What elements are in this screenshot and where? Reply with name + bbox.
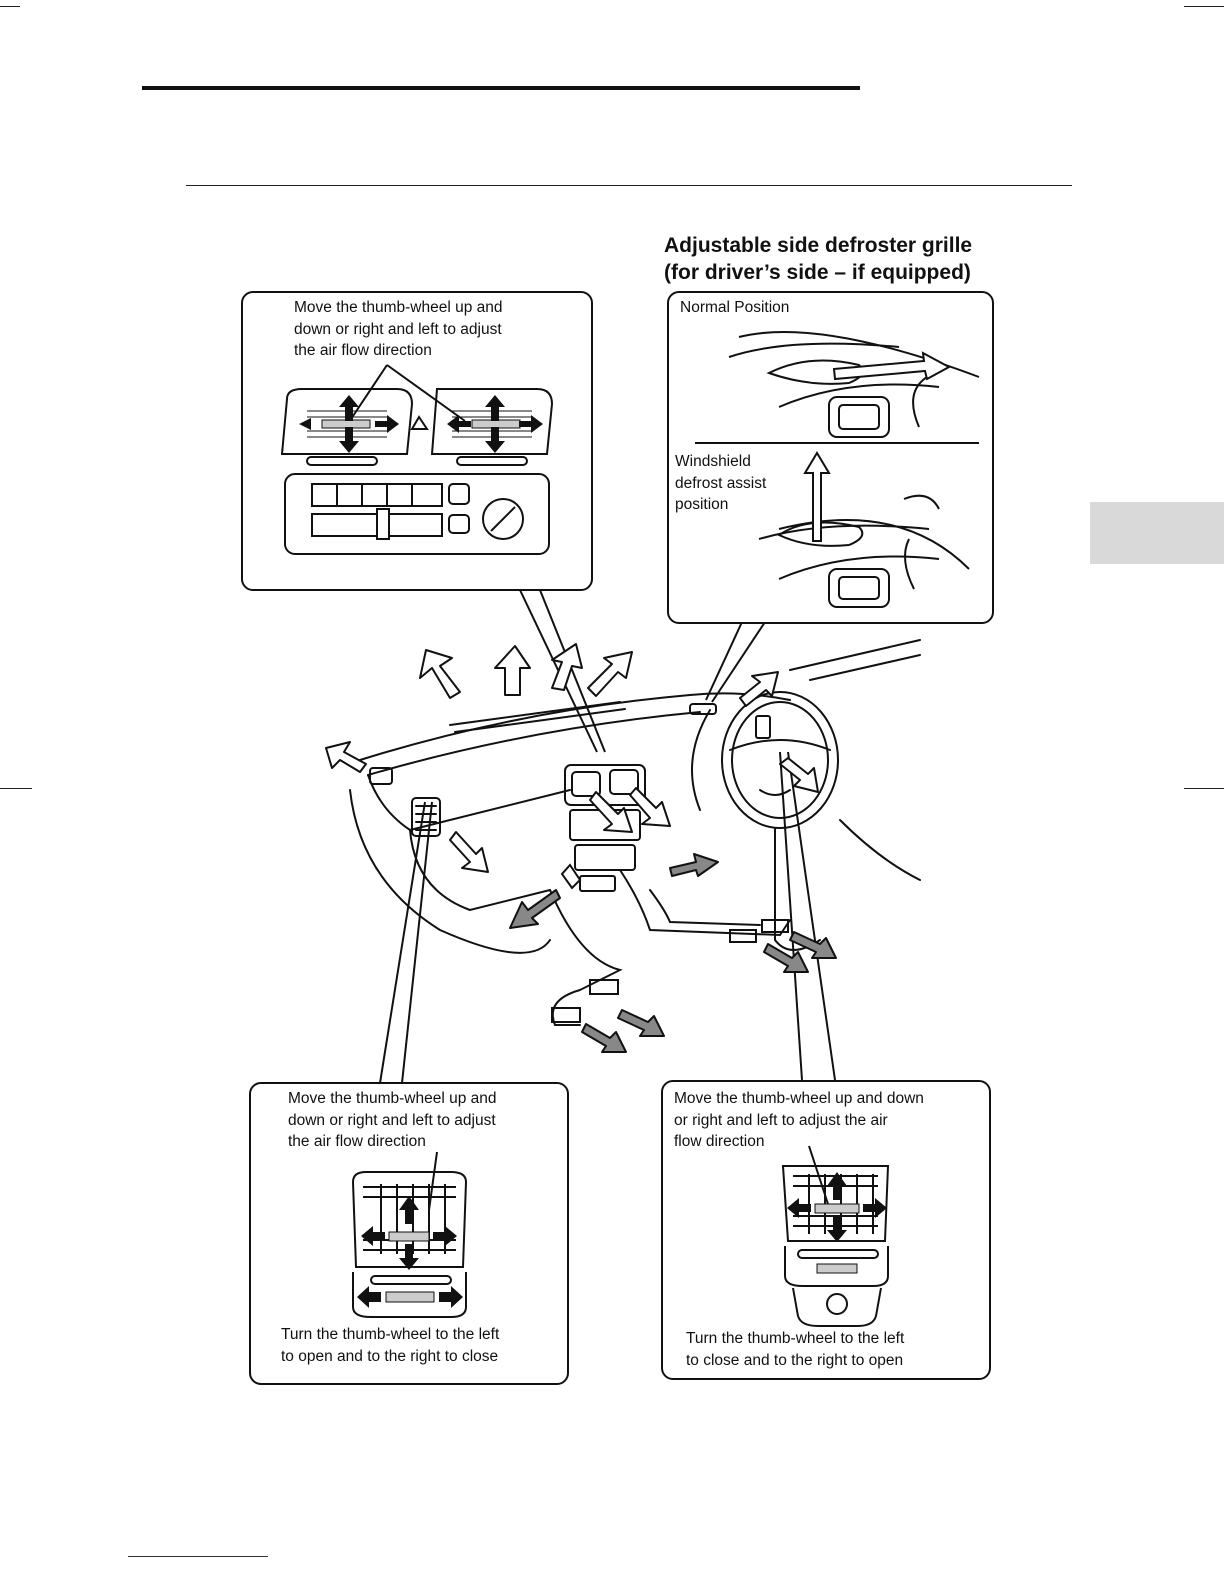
- windshield-line1: Windshield: [675, 453, 751, 470]
- defroster-heading: Adjustable side defroster grille (for dr…: [664, 232, 972, 286]
- driver-vent-caption-line2: or right and left to adjust the air: [674, 1111, 888, 1129]
- passenger-vent-caption: Move the thumb-wheel up and down or righ…: [288, 1088, 497, 1153]
- windshield-line3: position: [675, 496, 729, 513]
- windshield-line2: defrost assist: [675, 474, 767, 492]
- section-rule: [186, 185, 1072, 186]
- center-vent-illustration: [280, 364, 554, 555]
- defroster-divider: [695, 442, 979, 444]
- crop-mark-top-left: [0, 6, 20, 7]
- center-vent-panel: Move the thumb-wheel up and down or righ…: [241, 291, 593, 591]
- dashboard-illustration: [325, 639, 921, 1053]
- driver-vent-caption-line3: flow direction: [674, 1133, 765, 1150]
- driver-vent-bottom-caption: Turn the thumb-wheel to the left to clos…: [686, 1328, 904, 1371]
- passenger-vent-caption-line3: the air flow direction: [288, 1133, 426, 1150]
- center-vent-caption: Move the thumb-wheel up and down or righ…: [294, 297, 503, 362]
- windshield-position-label: Windshield defrost assist position: [675, 451, 766, 516]
- center-vent-caption-line3: the air flow direction: [294, 342, 432, 359]
- driver-vent-illustration: [781, 1145, 890, 1327]
- passenger-vent-panel: Move the thumb-wheel up and down or righ…: [249, 1082, 569, 1385]
- passenger-vent-bottom-caption: Turn the thumb-wheel to the left to open…: [281, 1324, 499, 1367]
- normal-position-illustration: [728, 331, 980, 438]
- crop-mark-mid-right: [1184, 788, 1224, 789]
- defroster-heading-line1: Adjustable side defroster grille: [664, 234, 973, 257]
- crop-mark-mid-left: [0, 788, 32, 789]
- header-rule: [142, 86, 860, 90]
- crop-mark-top-right: [1184, 6, 1224, 7]
- driver-vent-bottom-line1: Turn the thumb-wheel to the left: [686, 1330, 905, 1347]
- center-vent-caption-line1: Move the thumb-wheel up and: [294, 299, 503, 316]
- passenger-vent-bottom-line2: to open and to the right to close: [281, 1347, 499, 1365]
- windshield-position-illustration: [758, 451, 970, 608]
- defroster-heading-line2: (for driver’s side – if equipped): [664, 261, 971, 284]
- passenger-vent-bottom-line1: Turn the thumb-wheel to the left: [281, 1326, 500, 1343]
- defroster-panel: Normal Position Windshield defrost assis…: [667, 291, 994, 624]
- driver-vent-caption: Move the thumb-wheel up and down or righ…: [674, 1088, 924, 1153]
- center-vent-caption-line2: down or right and left to adjust: [294, 320, 502, 338]
- passenger-vent-caption-line1: Move the thumb-wheel up and: [288, 1090, 497, 1107]
- normal-position-label: Normal Position: [680, 299, 790, 316]
- passenger-vent-illustration: [351, 1151, 468, 1318]
- driver-vent-panel: Move the thumb-wheel up and down or righ…: [661, 1080, 991, 1380]
- footer-rule: [128, 1556, 268, 1557]
- chapter-tab: [1090, 502, 1224, 564]
- passenger-vent-caption-line2: down or right and left to adjust: [288, 1111, 496, 1129]
- driver-vent-caption-line1: Move the thumb-wheel up and down: [674, 1090, 924, 1107]
- driver-vent-bottom-line2: to close and to the right to open: [686, 1351, 904, 1369]
